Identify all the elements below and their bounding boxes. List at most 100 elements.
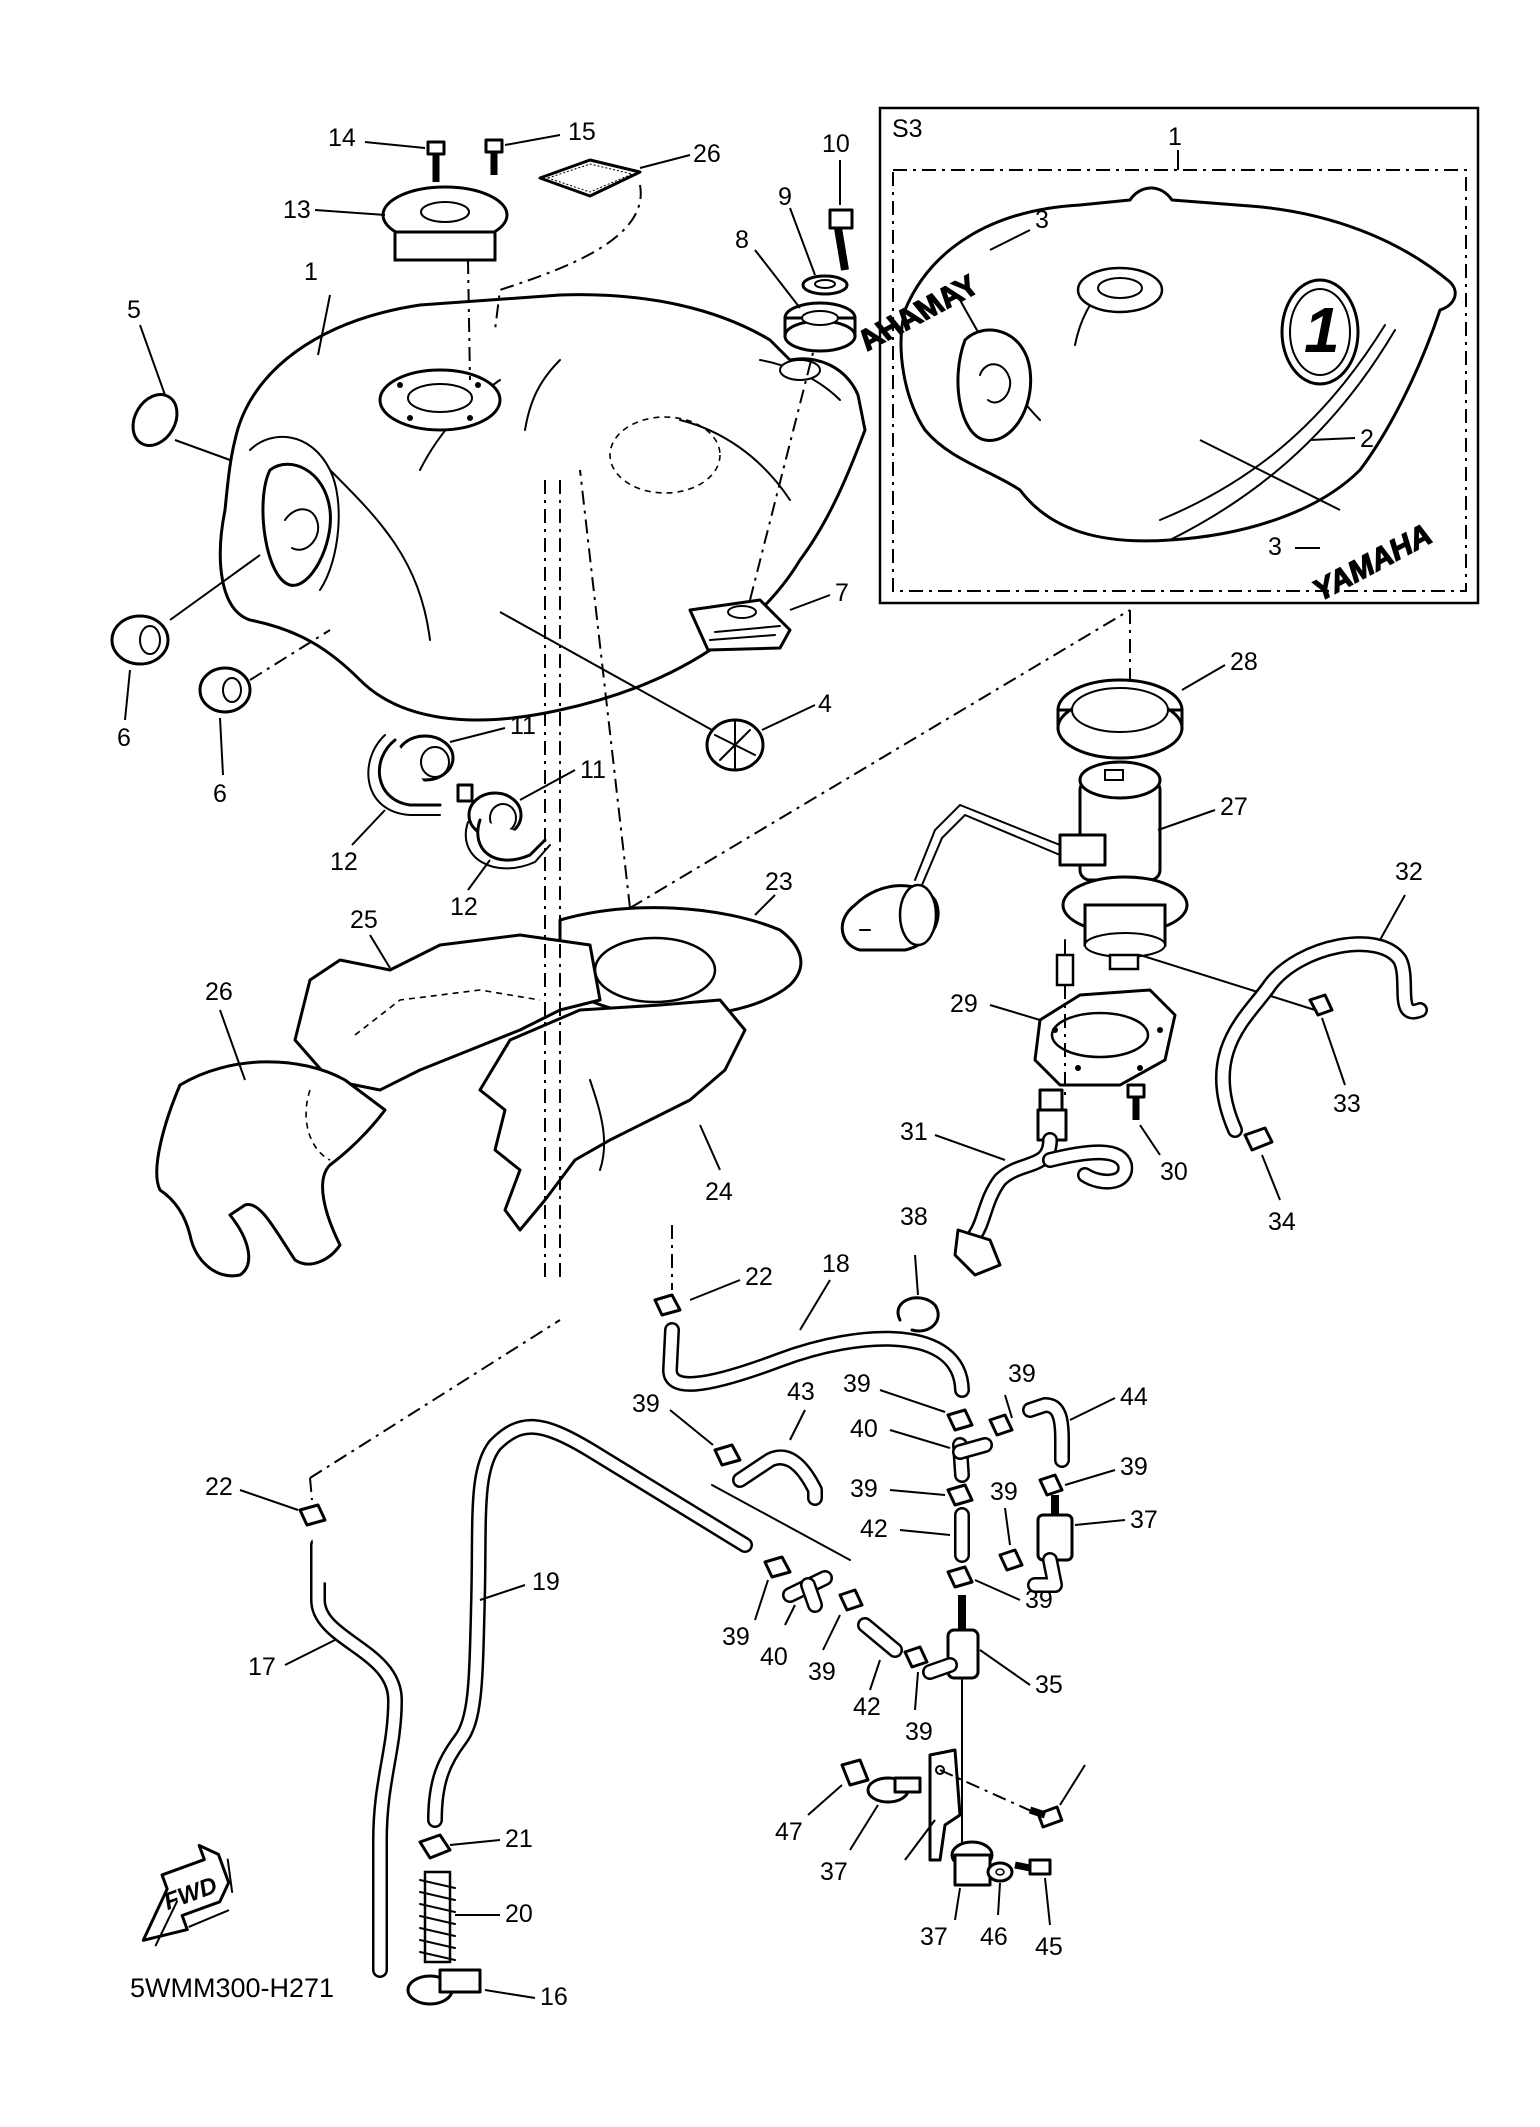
clip-39i: 39: [1038, 1453, 1148, 1497]
callout-42a: 43: [787, 1378, 815, 1406]
damper-8: 8: [735, 226, 857, 353]
cover-23: 23: [558, 868, 803, 1018]
label-27: 26: [494, 140, 721, 331]
callout-22a: 22: [745, 1263, 773, 1291]
clip-39c: 39: [808, 1588, 864, 1686]
hose-42b: 44: [1022, 1383, 1148, 1468]
fuel-tank: 1: [218, 258, 867, 722]
bolt-43: 45: [1014, 1858, 1063, 1961]
callout-36: 37: [1130, 1506, 1158, 1534]
clamp-12a: 12: [330, 734, 442, 876]
bolt-14: 14: [328, 124, 446, 182]
callout-10: 10: [822, 130, 850, 158]
callout-26: 26: [205, 978, 233, 1006]
callout-15: 15: [568, 118, 596, 146]
hose-17: 17: [248, 1512, 403, 1978]
callout-1: 1: [304, 258, 318, 286]
callout-4: 4: [818, 690, 832, 718]
callout-18: 18: [822, 1250, 850, 1278]
joint-40a: 40: [760, 1570, 833, 1671]
hose-41b: 42: [860, 1507, 970, 1563]
callout-32: 31: [900, 1118, 928, 1146]
clip-39e: 39: [843, 1370, 974, 1432]
callout-5: 5: [127, 296, 141, 324]
callout-22b: 22: [205, 1473, 233, 1501]
callout-37b: 37: [920, 1923, 948, 1951]
callout-33: 32: [1395, 858, 1423, 886]
clip-34a: 33: [1308, 993, 1361, 1118]
clamp-12b: 12: [450, 818, 551, 921]
callout-11b: 11: [580, 756, 606, 784]
bolt-47: [1028, 1764, 1086, 1829]
callout-24: 24: [705, 1178, 733, 1206]
callout-13: 13: [283, 196, 311, 224]
callout-12a: 12: [330, 848, 358, 876]
clip-21: 21: [418, 1825, 533, 1860]
callout-39c: 39: [808, 1658, 836, 1686]
callout-28: 27: [1220, 793, 1248, 821]
callout-34b: 34: [1268, 1208, 1296, 1236]
callout-20: 20: [505, 1900, 533, 1928]
callout-23: 23: [765, 868, 793, 896]
callout-11a: 11: [510, 712, 536, 740]
hose-32: 31: [900, 1088, 1134, 1277]
inset-race-number: 1: [1304, 294, 1340, 366]
callout-39h: 39: [1008, 1360, 1036, 1388]
inset-variant-label: S3: [892, 115, 923, 143]
callout-39e: 39: [843, 1370, 871, 1398]
callout-25: 25: [350, 906, 378, 934]
callout-37a: 37: [820, 1858, 848, 1886]
callout-9: 9: [778, 183, 792, 211]
callout-8: 8: [735, 226, 749, 254]
callout-43: 45: [1035, 1933, 1063, 1961]
spring-20: 20: [419, 1870, 533, 1964]
clip-39d: 39: [903, 1645, 933, 1746]
fwd-arrow: FWD: [141, 1843, 234, 1947]
callout-39d: 39: [905, 1718, 933, 1746]
callout-40a: 40: [760, 1643, 788, 1671]
clamp-37a: 37: [820, 1776, 922, 1886]
clip-38: 38: [896, 1203, 940, 1333]
damper-7: 7: [688, 344, 849, 652]
callout-31: 30: [1160, 1158, 1188, 1186]
callout-16: 16: [540, 1983, 568, 2011]
callout-45: 47: [775, 1818, 803, 1846]
panel-24: 24: [478, 998, 747, 1232]
cap-5: 5: [127, 296, 231, 461]
clip-22b: 22: [205, 1473, 327, 1527]
fuel-cock-35: 35: [922, 1595, 1063, 1699]
fuel-pump-28: 27: [840, 760, 1248, 987]
inset-tank: [899, 186, 1457, 543]
inset-callout-stripe: 2: [1360, 425, 1374, 453]
inset-s3: S3 1 1 YAMAHA YAMAHA 3 2 3: [853, 106, 1480, 609]
bolt-15: 15: [484, 118, 596, 175]
clamp-16: 16: [406, 1968, 568, 2011]
grommet-6a: 6: [110, 554, 261, 752]
ring-nut-30: 28: [1056, 648, 1258, 760]
clip-39f: 39: [850, 1475, 974, 1507]
joint-11a: 11: [395, 712, 536, 782]
callout-40b: 40: [850, 1415, 878, 1443]
hose-18: 18: [662, 1250, 970, 1398]
callout-39j: 39: [990, 1478, 1018, 1506]
callout-7: 7: [835, 579, 849, 607]
bolt-31: 30: [1126, 1083, 1188, 1186]
clip-45: 47: [775, 1758, 870, 1846]
callout-17: 17: [248, 1653, 276, 1681]
clip-39j: 39: [990, 1478, 1024, 1572]
callout-27: 26: [693, 140, 721, 168]
panel-26: 26: [155, 978, 387, 1278]
bolt-10: 10: [822, 130, 854, 271]
tank-cap: 13: [283, 185, 509, 262]
callout-30: 28: [1230, 648, 1258, 676]
callout-29: 29: [950, 990, 978, 1018]
hose-19: 19: [427, 1418, 753, 1828]
filter-36: 37: [1027, 1495, 1158, 1593]
diagram-code: 5WMM300-H271: [130, 1973, 334, 2003]
callout-12b: 12: [450, 893, 478, 921]
clip-39h: 39: [988, 1360, 1036, 1437]
hose-33: 32: [1215, 858, 1428, 1138]
callout-21: 21: [505, 1825, 533, 1853]
callout-6b: 6: [213, 780, 227, 808]
clip-22a: 22: [653, 1263, 773, 1317]
